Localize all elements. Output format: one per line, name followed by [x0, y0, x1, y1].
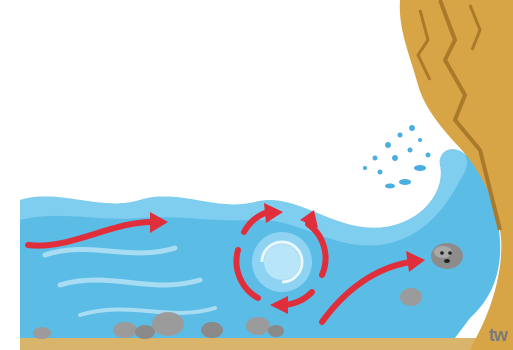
watermark-logo: tw [489, 325, 507, 346]
water-spray [363, 125, 431, 189]
rock-face-icon [431, 243, 463, 269]
seabed [20, 338, 513, 350]
water-vortex-inner [264, 244, 300, 280]
